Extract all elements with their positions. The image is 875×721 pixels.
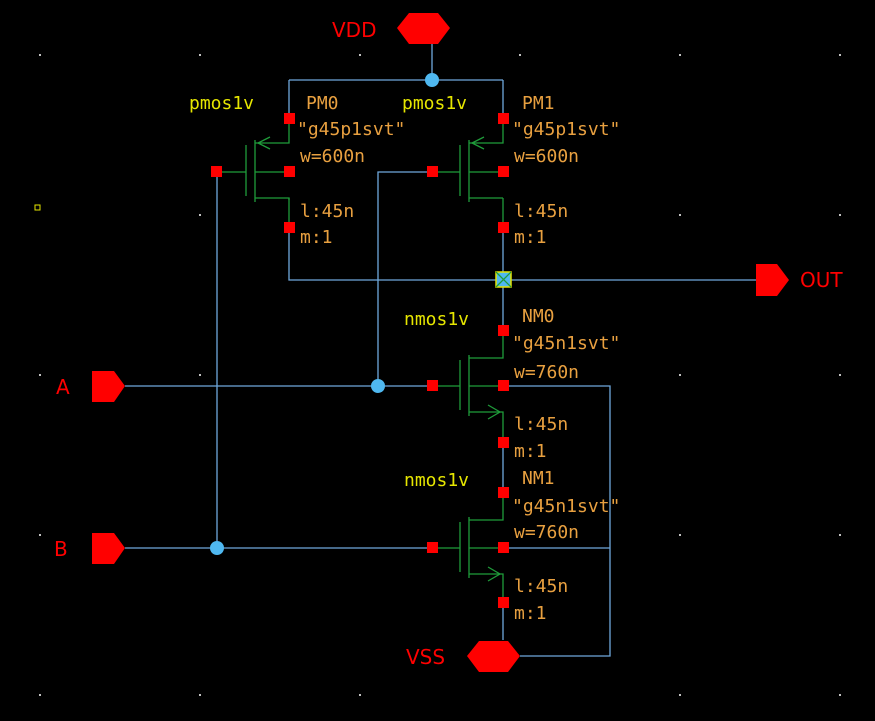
vss-pin[interactable] xyxy=(467,641,520,672)
pm0-instance-label: PM0 xyxy=(306,93,339,114)
pm1-length-label: l:45n xyxy=(514,201,568,222)
pm0-cell-label: pmos1v xyxy=(189,93,254,114)
a-pin-label: A xyxy=(56,375,70,399)
pm1-model-label: "g45p1svt" xyxy=(512,119,620,140)
nm1-cell-label: nmos1v xyxy=(404,470,469,491)
pm1-multiplier-label: m:1 xyxy=(514,227,547,248)
pm1-cell-label: pmos1v xyxy=(402,93,467,114)
pm0-model-label: "g45p1svt" xyxy=(297,119,405,140)
nm0-length-label: l:45n xyxy=(514,414,568,435)
nm1-length-label: l:45n xyxy=(514,576,568,597)
nm1-width-label: w=760n xyxy=(514,522,579,543)
nm1-multiplier-label: m:1 xyxy=(514,603,547,624)
pmos-pm1[interactable] xyxy=(427,113,509,233)
out-pin[interactable] xyxy=(756,264,789,296)
b-pin[interactable] xyxy=(92,533,125,564)
wires xyxy=(125,44,760,657)
pmos-pm0[interactable] xyxy=(211,113,295,233)
junction-dots xyxy=(210,73,439,555)
vss-pin-label: VSS xyxy=(406,645,445,669)
nm0-model-label: "g45n1svt" xyxy=(512,333,620,354)
nm0-width-label: w=760n xyxy=(514,362,579,383)
vdd-pin[interactable] xyxy=(397,13,450,44)
nm0-instance-label: NM0 xyxy=(522,306,555,327)
out-pin-label: OUT xyxy=(800,268,843,292)
pm0-multiplier-label: m:1 xyxy=(300,227,333,248)
origin-marker xyxy=(34,204,41,211)
grid-dots xyxy=(39,54,841,696)
nmos-nm1[interactable] xyxy=(427,487,509,608)
pm0-length-label: l:45n xyxy=(300,201,354,222)
nm1-model-label: "g45n1svt" xyxy=(512,496,620,517)
nmos-nm0[interactable] xyxy=(427,325,509,448)
a-pin[interactable] xyxy=(92,371,125,402)
nm0-multiplier-label: m:1 xyxy=(514,441,547,462)
vdd-pin-label: VDD xyxy=(332,18,376,42)
pm0-width-label: w=600n xyxy=(300,146,365,167)
pm1-instance-label: PM1 xyxy=(522,93,555,114)
selected-junction[interactable] xyxy=(495,271,512,288)
b-pin-label: B xyxy=(54,537,68,561)
pm1-width-label: w=600n xyxy=(514,146,579,167)
nm0-cell-label: nmos1v xyxy=(404,309,469,330)
nm1-instance-label: NM1 xyxy=(522,468,555,489)
